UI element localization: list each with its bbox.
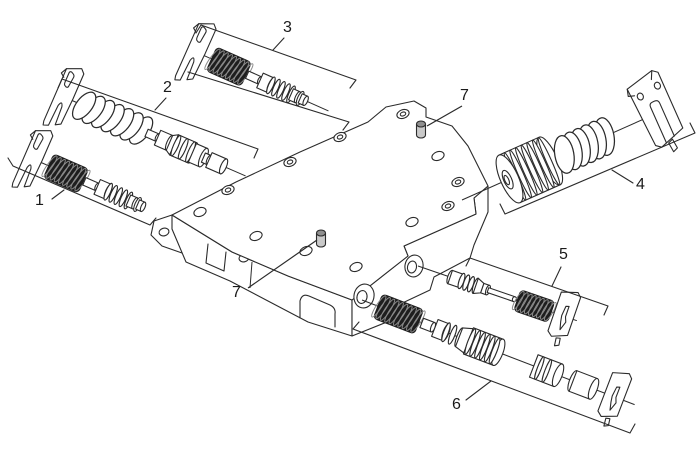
spring-dark <box>511 290 557 322</box>
callout-label-3: 3 <box>283 19 292 36</box>
retainer-bracket <box>626 70 684 153</box>
retainer-clip <box>597 372 633 427</box>
callout-brackets <box>7 24 696 434</box>
spring-dark <box>41 154 91 193</box>
assembly-4-piston-spring <box>461 70 684 204</box>
assembly-1-valve-spring <box>11 130 147 213</box>
bracket-holder <box>626 70 684 153</box>
spring-dark <box>204 47 254 86</box>
valve-body <box>150 100 504 337</box>
callout-label-7-lower: 7 <box>232 284 241 301</box>
retainer-clip <box>547 291 582 347</box>
callout-label-4: 4 <box>636 176 645 193</box>
callout-label-2: 2 <box>163 79 172 96</box>
callout-label-7-upper: 7 <box>460 87 469 104</box>
assembly-2-valve-spring <box>42 68 246 177</box>
clip-holder <box>547 291 582 347</box>
retainer-clip <box>11 130 54 188</box>
assembly-5-valve-spring <box>417 265 582 347</box>
spring-dark <box>371 294 426 334</box>
locator-pin <box>315 229 327 248</box>
assembly-6-valve-plugs <box>361 294 635 427</box>
assembly-3-valve-spring <box>174 23 329 112</box>
accumulator-piston <box>495 136 564 204</box>
callout-label-1: 1 <box>35 192 44 209</box>
callout-label-6: 6 <box>452 396 461 413</box>
clip-holder <box>597 372 633 427</box>
retainer-clip <box>42 68 85 126</box>
spring-coil <box>553 117 616 174</box>
callout-label-5: 5 <box>559 246 568 263</box>
spring-coil <box>71 91 154 145</box>
locator-pin <box>415 120 427 139</box>
retainer-clip <box>174 23 217 81</box>
